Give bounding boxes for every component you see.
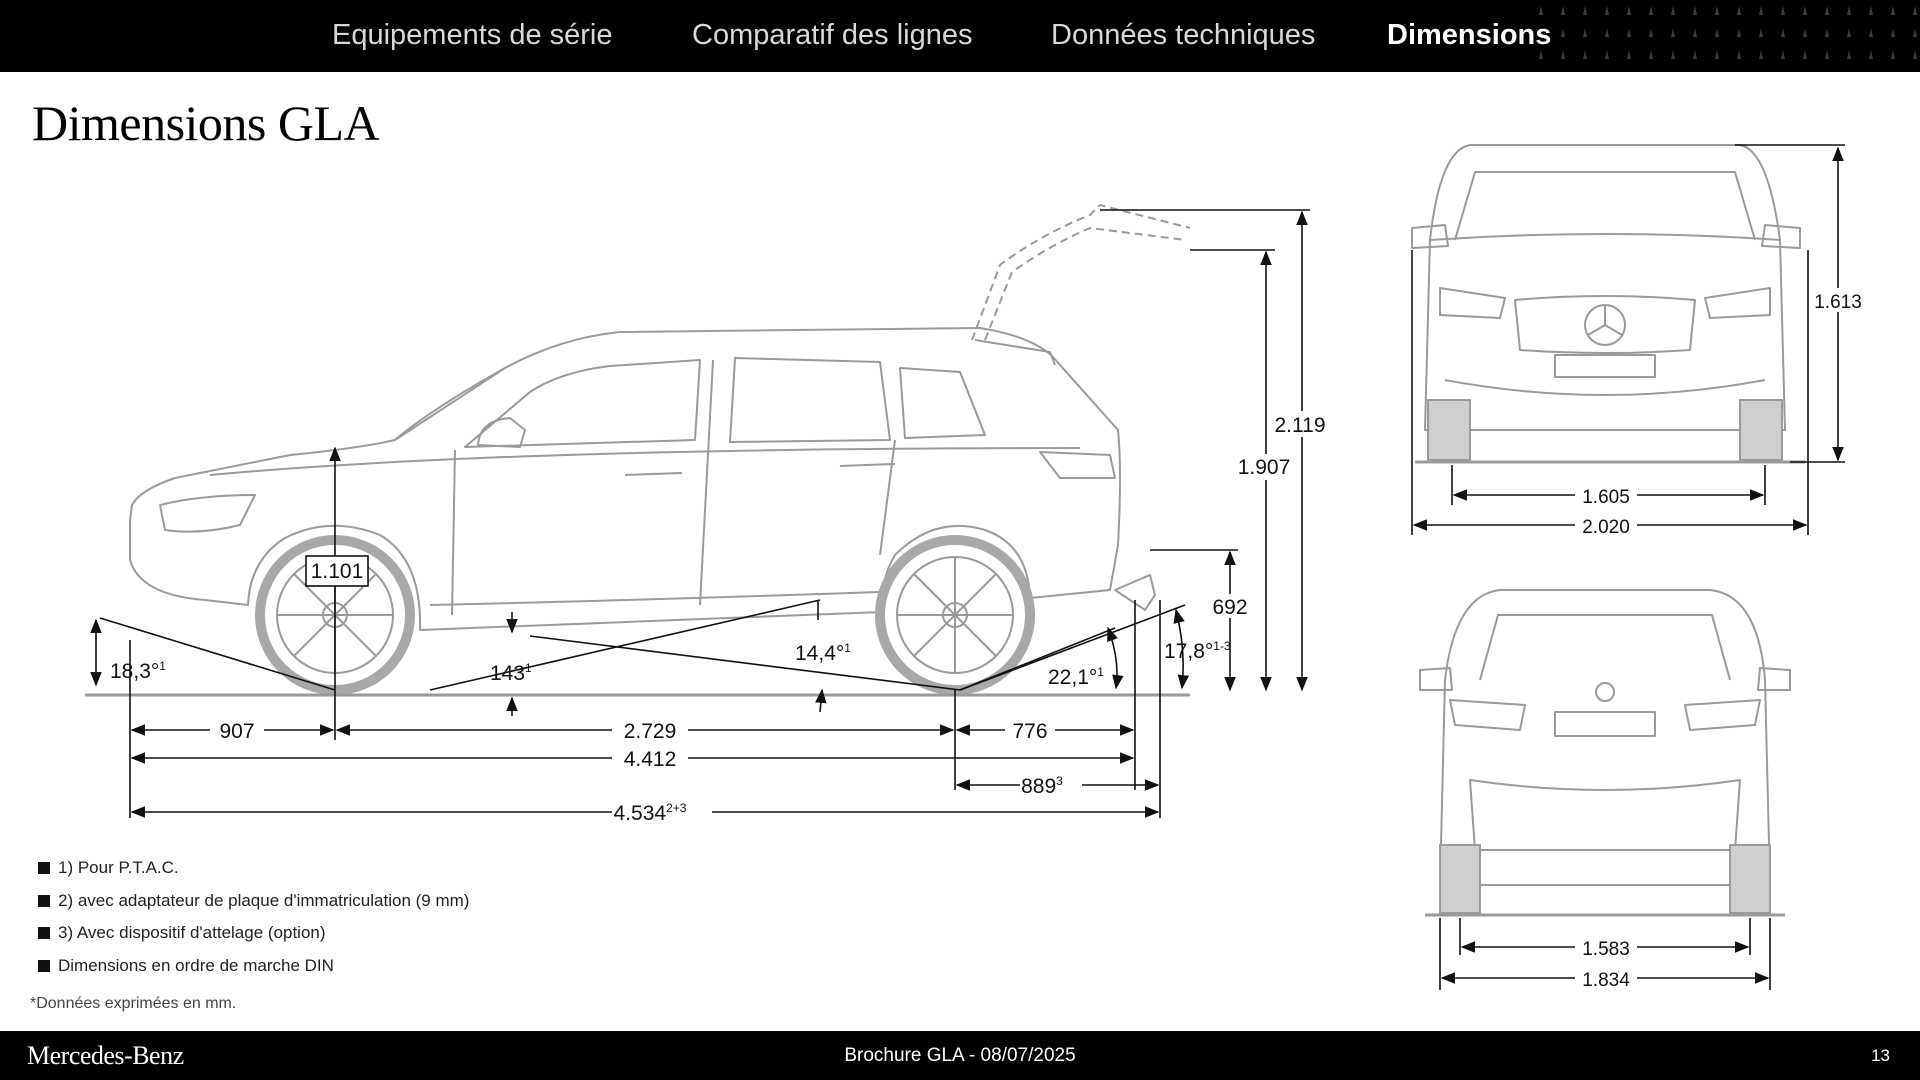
label-ground-clearance: 1431 <box>490 661 532 685</box>
nav-tab-equipements[interactable]: Equipements de série <box>332 19 613 51</box>
label-departure-angle-hitch: 17,8°1-3 <box>1164 639 1231 663</box>
label-front-track: 1.605 <box>1582 487 1630 508</box>
bullet-square-icon <box>38 862 50 874</box>
note-item: Dimensions en ordre de marche DIN <box>38 956 469 989</box>
brand-logo: Mercedes-Benz <box>27 1041 184 1070</box>
nav-tab-comparatif[interactable]: Comparatif des lignes <box>692 19 973 51</box>
label-front-height: 1.613 <box>1814 292 1862 313</box>
rear-view-labels: 1.583 1.834 <box>1575 936 1637 991</box>
page-number: 13 <box>1871 1046 1890 1065</box>
label-wheel-height: 1.101 <box>311 560 364 583</box>
nav-tab-dimensions[interactable]: Dimensions <box>1387 19 1552 51</box>
footer-title: Brochure GLA - 08/07/2025 <box>844 1045 1076 1066</box>
notes-list: 1) Pour P.T.A.C. 2) avec adaptateur de p… <box>38 858 469 988</box>
label-rear-track: 1.583 <box>1582 939 1630 960</box>
front-view-dimension-lines <box>1411 144 1845 535</box>
bullet-square-icon <box>38 927 50 939</box>
footer: Mercedes-Benz Brochure GLA - 08/07/2025 … <box>0 1031 1920 1080</box>
label-front-overhang: 907 <box>219 720 254 743</box>
side-view-car <box>129 204 1191 695</box>
page-title: Dimensions GLA <box>32 95 380 151</box>
label-length-total: 4.5342+3 <box>614 801 687 825</box>
front-view-labels: 1.613 1.605 2.020 <box>1575 288 1868 538</box>
front-view-car <box>1411 144 1805 464</box>
note-item: 3) Avec dispositif d'attelage (option) <box>38 923 469 956</box>
side-view-labels: 1.101 907 2.729 776 4.412 8893 4.5342+3 … <box>110 411 1332 825</box>
label-departure-angle: 22,1°1 <box>1048 665 1104 689</box>
label-hitch-height: 692 <box>1212 596 1247 619</box>
footnote: *Données exprimées en mm. <box>30 995 237 1012</box>
nav-tab-donnees-techniques[interactable]: Données techniques <box>1051 19 1316 51</box>
bullet-square-icon <box>38 959 50 972</box>
label-height-tailgate: 1.907 <box>1238 456 1291 479</box>
label-rear-overhang: 776 <box>1012 720 1047 743</box>
label-rear-overhang-hitch: 8893 <box>1021 774 1063 798</box>
label-rear-width: 1.834 <box>1582 970 1630 991</box>
label-height-open-tailgate: 2.119 <box>1275 414 1326 437</box>
label-front-width: 2.020 <box>1582 517 1630 538</box>
bullet-square-icon <box>38 894 50 907</box>
label-ramp-angle: 14,4°1 <box>795 641 851 665</box>
note-item: 1) Pour P.T.A.C. <box>38 858 469 891</box>
star-pattern-decoration <box>1530 0 1920 72</box>
label-length: 4.412 <box>624 748 677 771</box>
top-navigation: Equipements de série Comparatif des lign… <box>0 0 1920 72</box>
side-view-dimension-lines <box>85 209 1310 818</box>
note-item: 2) avec adaptateur de plaque d'immatricu… <box>38 891 469 924</box>
rear-view-car <box>1419 589 1791 917</box>
label-approach-angle: 18,3°1 <box>110 659 166 683</box>
label-wheelbase: 2.729 <box>624 720 677 743</box>
dimension-drawing: 1.101 907 2.729 776 4.412 8893 4.5342+3 … <box>85 144 1868 991</box>
